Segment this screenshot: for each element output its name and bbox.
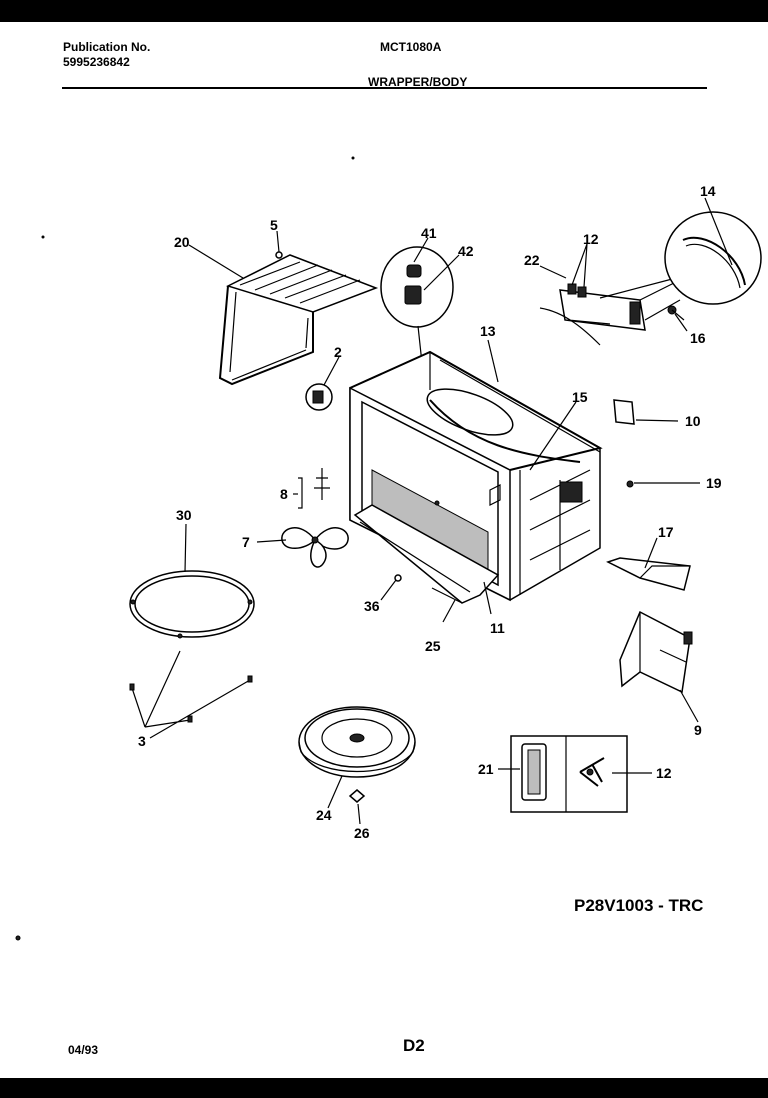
wrapper-panel-part xyxy=(218,254,379,386)
callout-14: 14 xyxy=(700,183,716,199)
callout-5: 5 xyxy=(270,217,278,233)
coupler-part-26 xyxy=(348,789,366,803)
leader-lines xyxy=(184,197,733,825)
callout-16: 16 xyxy=(690,330,706,346)
revision-date: 04/93 xyxy=(68,1043,99,1057)
callout-12-top: 12 xyxy=(583,231,599,247)
publication-number: 5995236842 xyxy=(63,55,130,69)
inset-circle-part-14 xyxy=(664,211,762,305)
callout-7: 7 xyxy=(242,534,250,550)
inset-circle-41-42 xyxy=(380,246,454,504)
switch-part-2 xyxy=(305,383,333,411)
screw-5-part xyxy=(275,251,283,259)
callout-42: 42 xyxy=(458,243,474,259)
inset-box-21-12 xyxy=(510,735,628,813)
model-number: MCT1080A xyxy=(380,40,442,54)
speck xyxy=(41,235,45,239)
screw-19-part xyxy=(626,480,634,488)
callout-20: 20 xyxy=(174,234,190,250)
screw-16-part xyxy=(667,305,685,321)
callout-25: 25 xyxy=(425,638,441,654)
callout-9: 9 xyxy=(694,722,702,738)
callout-12-bottom: 12 xyxy=(656,765,672,781)
callout-17: 17 xyxy=(658,524,674,540)
rollers-part-3 xyxy=(129,650,253,739)
drawing-code: P28V1003 - TRC xyxy=(574,896,704,915)
speck xyxy=(15,935,21,941)
callout-13: 13 xyxy=(480,323,496,339)
page-number: D2 xyxy=(403,1036,425,1055)
callout-36: 36 xyxy=(364,598,380,614)
turntable-part-24 xyxy=(298,706,416,778)
callout-8: 8 xyxy=(280,486,288,502)
callout-21: 21 xyxy=(478,761,494,777)
callout-2: 2 xyxy=(334,344,342,360)
section-title: WRAPPER/BODY xyxy=(368,75,468,89)
fan-motor-part-8 xyxy=(298,468,330,509)
header-rule xyxy=(62,87,707,89)
callout-10: 10 xyxy=(685,413,701,429)
callout-30: 30 xyxy=(176,507,192,523)
callout-15: 15 xyxy=(572,389,588,405)
screw-36-part xyxy=(394,574,402,582)
callout-22: 22 xyxy=(524,252,540,268)
roller-ring-part-30 xyxy=(129,570,255,639)
callout-26: 26 xyxy=(354,825,370,841)
duct-part-17 xyxy=(606,557,691,591)
bottom-black-border xyxy=(0,1078,768,1098)
speck xyxy=(351,156,355,160)
callout-3: 3 xyxy=(138,733,146,749)
callout-19: 19 xyxy=(706,475,722,491)
cover-plate-part-10 xyxy=(613,399,635,425)
callout-41: 41 xyxy=(421,225,437,241)
top-black-border xyxy=(0,0,768,22)
callout-11: 11 xyxy=(490,620,505,636)
fan-blade-part-7 xyxy=(281,527,349,568)
latch-assembly-part-22 xyxy=(539,277,681,346)
base-plate-part-25 xyxy=(353,504,500,604)
publication-label: Publication No. xyxy=(63,40,151,54)
callout-24: 24 xyxy=(316,807,332,823)
bracket-part-9 xyxy=(619,610,693,694)
